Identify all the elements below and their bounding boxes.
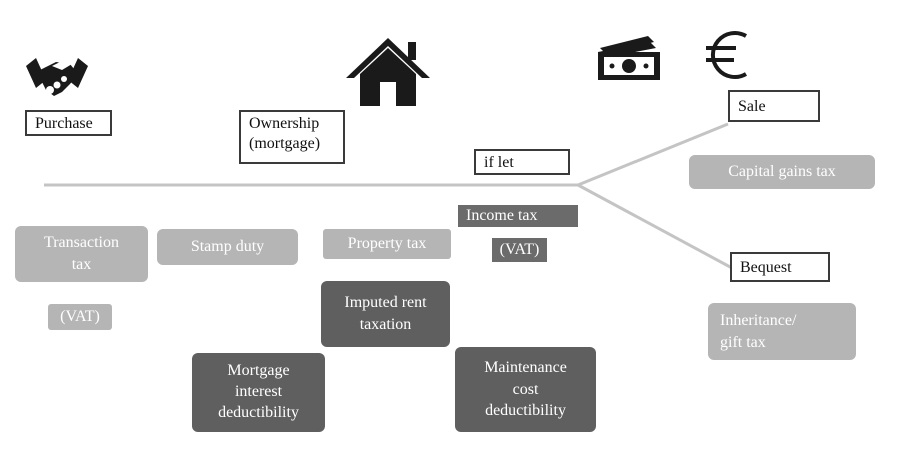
stage-if-let: if let	[474, 149, 570, 175]
imputed-rent-taxation: Imputed rent taxation	[321, 281, 450, 347]
transaction-tax: Transaction tax	[15, 226, 148, 282]
stamp-duty: Stamp duty	[157, 229, 298, 265]
banknote-icon	[598, 36, 660, 80]
branch-sale	[577, 122, 729, 187]
handshake-icon	[26, 58, 88, 96]
stage-bequest: Bequest	[730, 252, 830, 282]
vat-let: (VAT)	[492, 238, 547, 262]
stage-ownership: Ownership (mortgage)	[239, 110, 345, 164]
euro-icon	[706, 31, 748, 79]
capital-gains-tax: Capital gains tax	[689, 155, 875, 189]
house-icon	[346, 38, 430, 106]
stage-sale: Sale	[728, 90, 820, 122]
property-tax: Property tax	[323, 229, 451, 259]
vat-purchase: (VAT)	[48, 304, 112, 330]
maintenance-cost-deductibility: Maintenance cost deductibility	[455, 347, 596, 432]
inheritance-gift-tax: Inheritance/ gift tax	[708, 303, 856, 360]
branch-bequest	[577, 183, 733, 270]
income-tax: Income tax	[458, 205, 578, 227]
mortgage-interest-deductibility: Mortgage interest deductibility	[192, 353, 325, 432]
stage-purchase: Purchase	[25, 110, 112, 136]
